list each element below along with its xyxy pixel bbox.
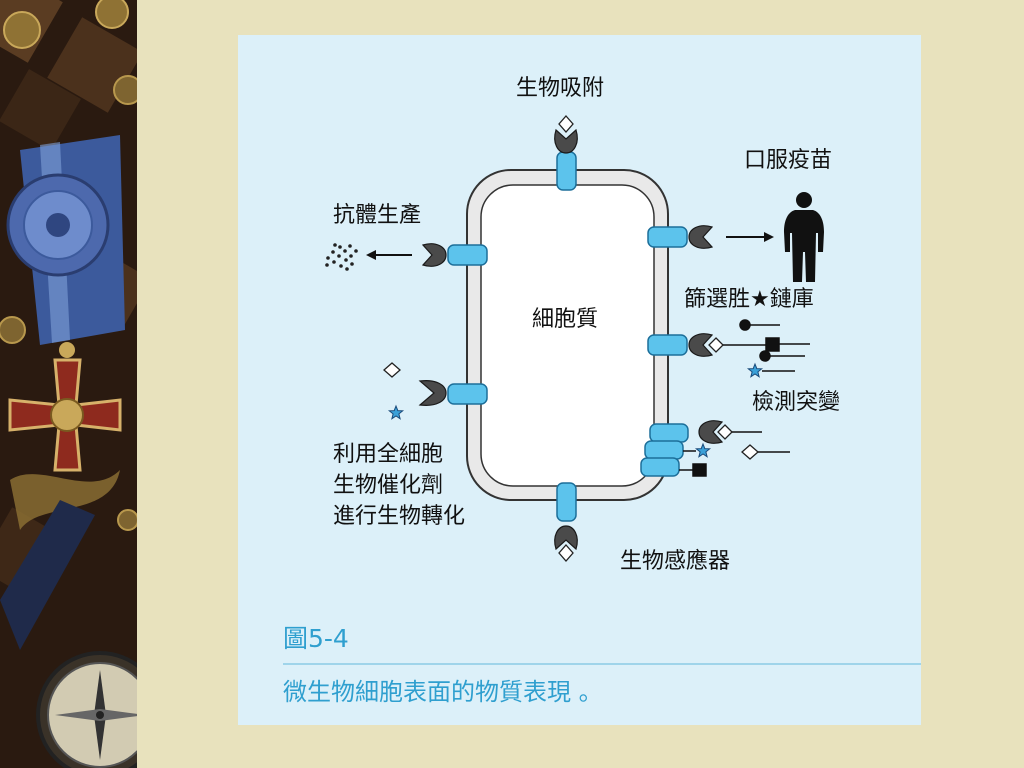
anchor-protein-right-lower-2	[644, 440, 684, 460]
label-whole-cell-line-3: 進行生物轉化	[333, 504, 466, 529]
label-biosensor: 生物感應器	[620, 549, 731, 574]
receptor-top	[554, 128, 578, 154]
anchor-protein-right-middle	[647, 334, 688, 356]
compass	[36, 651, 137, 768]
label-peptide-library-screening: 篩選胜★鏈庫	[684, 287, 814, 312]
label-antibody-production: 抗體生產	[333, 203, 422, 228]
anchor-protein-right-lower-3	[640, 457, 680, 477]
star-product	[387, 404, 405, 420]
receptor-right-upper	[688, 225, 714, 249]
diamond-ligand-right-middle	[708, 337, 724, 353]
diamond-ligand-top	[558, 115, 574, 133]
label-whole-cell-line-2: 生物催化劑	[333, 473, 444, 498]
anchor-protein-right-upper	[647, 226, 688, 248]
receptor-bottom	[554, 525, 578, 551]
caption-divider	[283, 663, 921, 665]
medals-photo	[0, 0, 137, 768]
anchor-protein-bottom	[556, 482, 577, 522]
diamond-ligand-right-lower	[717, 424, 733, 440]
gold-ornament	[10, 470, 120, 530]
anchor-protein-left-lower	[447, 383, 488, 405]
anchor-protein-top	[556, 151, 577, 191]
red-cross-medal	[8, 342, 122, 472]
rosette	[6, 173, 110, 277]
receptor-left-upper	[421, 243, 447, 267]
cell-membrane-inner	[480, 184, 655, 487]
receptor-right-middle	[688, 333, 714, 357]
label-biosorption: 生物吸附	[516, 76, 605, 101]
anchor-protein-left-upper	[447, 244, 488, 266]
ball-library-item-1	[739, 319, 751, 331]
label-mutation-detection: 檢測突變	[752, 390, 841, 415]
figure-caption: 微生物細胞表面的物質表現 。	[283, 678, 603, 706]
label-cytoplasm: 細胞質	[532, 307, 599, 332]
star-library-item	[746, 362, 764, 378]
star-right-lower	[694, 442, 712, 458]
diamond-free-right-lower	[741, 444, 759, 460]
label-oral-vaccine: 口服疫苗	[744, 148, 833, 173]
square-library-item	[765, 337, 780, 352]
ball-library-item-2	[759, 350, 771, 362]
dark-strap	[0, 500, 95, 650]
decorative-photo-strip	[0, 0, 137, 768]
diamond-substrate	[383, 362, 401, 378]
label-whole-cell-biocatalysis: 利用全細胞 生物催化劑 進行生物轉化	[333, 439, 465, 532]
receptor-right-lower	[698, 420, 724, 444]
gold-buttons	[0, 0, 137, 531]
anchor-protein-right-lower-1	[649, 423, 689, 443]
receptor-left-lower	[418, 380, 447, 406]
figure-number: 圖5-4	[283, 624, 349, 653]
square-right-lower	[692, 463, 707, 477]
label-whole-cell-line-1: 利用全細胞	[333, 442, 444, 467]
antibody-dots	[325, 243, 358, 271]
human-icon	[784, 192, 824, 282]
diamond-ligand-bottom	[558, 544, 574, 562]
